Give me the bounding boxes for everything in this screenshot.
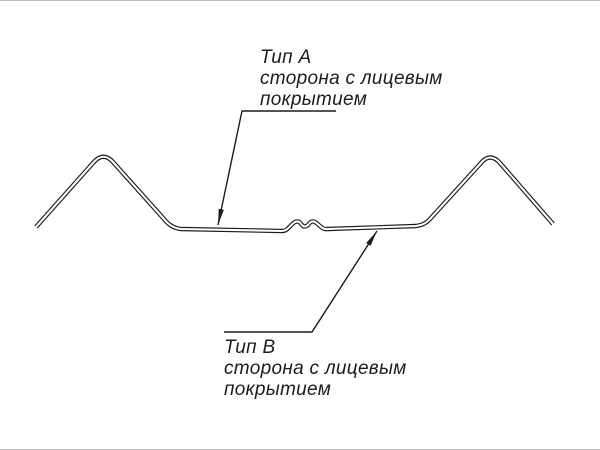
- label-type-a-line2: покрытием: [260, 89, 368, 110]
- label-type-b-title: Тип В: [224, 337, 276, 358]
- label-type-a-line1: сторона с лицевым: [260, 68, 443, 89]
- label-type-a-title: Тип А: [260, 47, 312, 68]
- leader-line-type-b: [224, 230, 378, 333]
- leader-line-type-a: [217, 110, 336, 226]
- label-type-a: Тип А сторона с лицевым покрытием: [260, 47, 443, 110]
- label-type-b-line1: сторона с лицевым: [224, 358, 407, 379]
- label-type-b: Тип В сторона с лицевым покрытием: [224, 337, 407, 400]
- label-type-b-line2: покрытием: [224, 379, 332, 400]
- sheet-profile-core: [35, 155, 554, 233]
